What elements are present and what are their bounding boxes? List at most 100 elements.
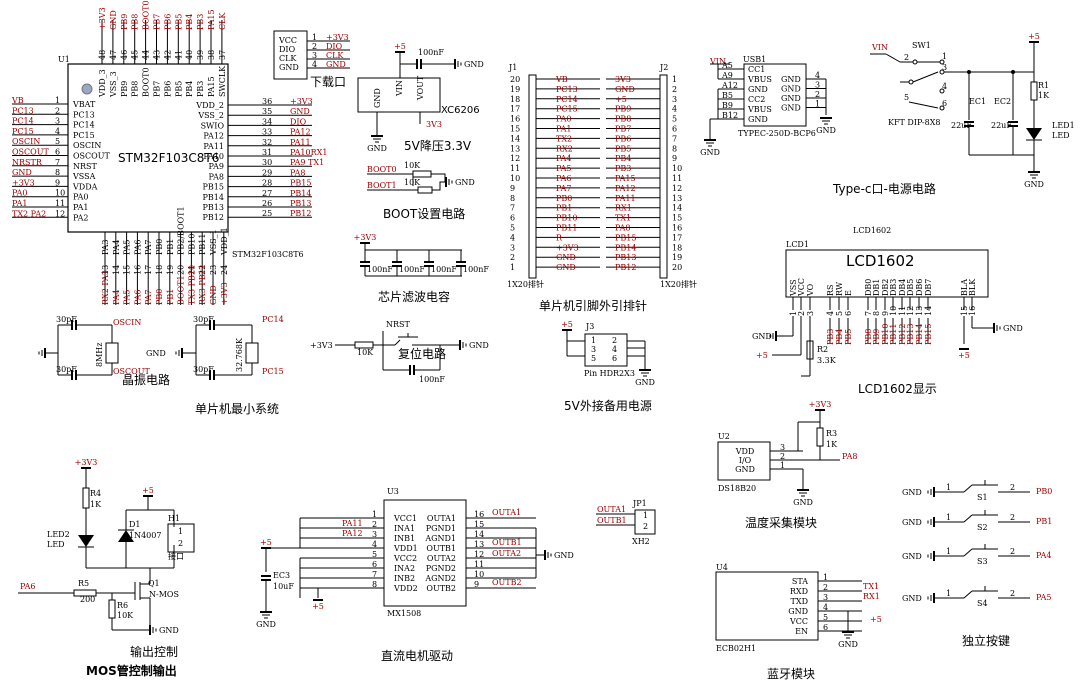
net-label: PA4 <box>112 289 121 305</box>
lcd-top-label: LCD1602 <box>853 226 891 235</box>
net-label: PA8 <box>290 168 306 177</box>
pin-number: 41 <box>174 50 183 60</box>
net-label: OSCIN <box>12 137 40 146</box>
net-label: +3V3 <box>326 33 349 42</box>
pin-number: A9 <box>721 71 733 80</box>
res-value: 10K <box>404 178 421 187</box>
bt-designator: U4 <box>716 563 728 572</box>
pin-name: PB11 <box>198 234 207 255</box>
pin-number: 14 <box>672 204 682 213</box>
net-label: PC15 <box>12 127 34 136</box>
pin-number: 22 <box>198 265 207 275</box>
net-label: BOOT1 <box>367 181 397 190</box>
pin-number: 15 <box>510 125 520 134</box>
net-label: VIN <box>871 43 888 52</box>
pin-name: VDD2 <box>393 584 418 593</box>
header-j2 <box>659 74 668 279</box>
pin-name: DB3 <box>889 279 898 296</box>
net-label: OUTA1 <box>597 505 626 514</box>
pin-number: 7 <box>55 158 60 167</box>
pin-name: PA11 <box>203 142 224 151</box>
pin-number: 1 <box>946 483 951 492</box>
pin-name: INA2 <box>394 564 415 573</box>
net-label: R <box>556 233 563 242</box>
net-label: BOOT1 <box>177 275 186 305</box>
pin-number: 2 <box>1010 547 1015 556</box>
net-label: PB0 <box>155 289 164 305</box>
net-label: PB3 <box>615 164 631 173</box>
net-label: PA5 <box>556 164 572 173</box>
cap-value: 22uF <box>991 121 1012 130</box>
net-label: PC13 <box>556 85 578 94</box>
net-label: GND <box>615 85 635 94</box>
wire <box>394 339 401 346</box>
net-label: PA7 <box>556 184 572 193</box>
led-designator: LED2 <box>47 530 70 539</box>
pin-number: 46 <box>120 50 129 60</box>
pin-name: SWIO <box>201 121 225 130</box>
pin-number: 5 <box>823 613 828 622</box>
pin-number: 2 <box>672 85 677 94</box>
wire <box>885 53 901 63</box>
power-label: +5 <box>142 486 154 495</box>
temp-designator: U2 <box>718 432 730 441</box>
crystal-value: 32.768K <box>235 337 244 372</box>
ground-icon <box>38 348 46 358</box>
net-label: PB10 <box>556 214 577 223</box>
cap-value: 30pF <box>193 315 214 324</box>
resistor-icon <box>412 170 432 178</box>
pin-number: 2 <box>1010 483 1015 492</box>
res-designator: R3 <box>826 429 837 438</box>
pin-name: GND <box>373 88 382 108</box>
cap-value: 10uF <box>273 582 294 591</box>
pin-number: 2 <box>312 42 317 51</box>
min-system-title: 单片机最小系统 <box>195 402 279 416</box>
pin-number: 3 <box>806 311 815 316</box>
lcd-title: LCD1602显示 <box>858 382 937 396</box>
pin-number: 11 <box>898 306 907 316</box>
net-label: GND <box>12 168 32 177</box>
net-label: PA15 <box>207 9 216 30</box>
pin-name: GND <box>781 75 801 84</box>
q1-designator: Q1 <box>148 579 160 588</box>
pin-number: 8 <box>55 168 60 177</box>
net-label: PB14 <box>290 189 311 198</box>
pin-name: OUTA2 <box>427 554 456 563</box>
pin-number: 24 <box>220 265 229 275</box>
net-label: PB9 <box>615 105 631 114</box>
net-label: PA6 <box>133 289 142 305</box>
ground-icon <box>639 369 651 377</box>
net-label: OUTB1 <box>597 516 627 525</box>
motor-part: MX1508 <box>387 609 421 618</box>
pin-number: 9 <box>881 311 890 316</box>
res-designator: R5 <box>78 579 89 588</box>
pin-name: PA5 <box>123 239 132 255</box>
pin-number: 35 <box>262 107 272 116</box>
reset-title: 复位电路 <box>398 346 446 361</box>
net-label: PB8 <box>864 329 873 345</box>
res-value: 10K <box>357 348 374 357</box>
net-label: PB1 <box>166 289 175 305</box>
cap-value: 30pF <box>193 365 214 374</box>
net-label: OUTB2 <box>492 578 522 587</box>
net-label: VIN <box>709 57 726 66</box>
pin-name: BOOT0 <box>142 67 151 97</box>
pin-name: OUTA1 <box>427 514 456 523</box>
net-label: OUTB1 <box>492 538 522 547</box>
mos-title: 输出控制 <box>130 644 178 659</box>
net-label: RX1 <box>615 204 632 213</box>
pin-number: 4 <box>815 71 820 80</box>
pin-number: 39 <box>196 50 205 60</box>
pin-name: GND <box>781 94 801 103</box>
pin-number: 12 <box>55 209 65 218</box>
pin-number: 2 <box>1010 589 1015 598</box>
net-label: PB1 <box>1036 517 1052 526</box>
pin-number: 26 <box>262 199 272 208</box>
net-label: PA8 <box>842 452 858 461</box>
pin-name: VDDA <box>72 182 98 191</box>
pin-number: 10 <box>889 306 898 316</box>
pin-number: 13 <box>915 306 924 316</box>
pin-name: DB4 <box>898 279 907 296</box>
